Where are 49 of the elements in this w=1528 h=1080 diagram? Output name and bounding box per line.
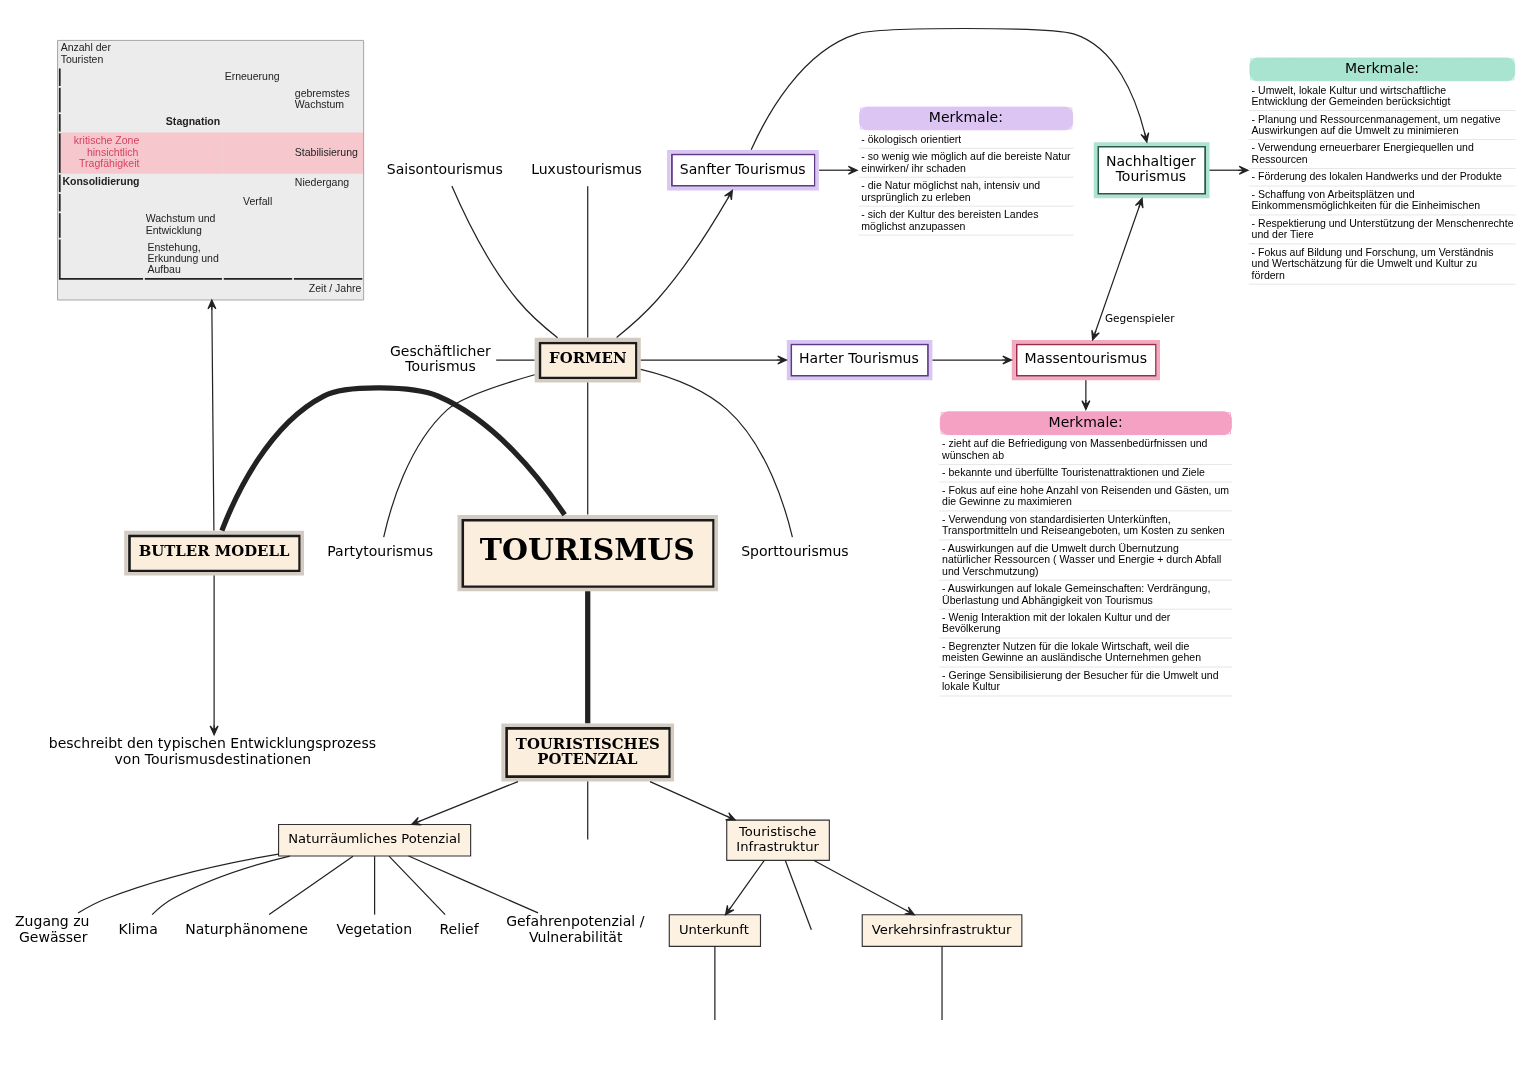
connector — [714, 945, 716, 1021]
arrow — [1081, 379, 1091, 410]
connector — [587, 185, 589, 338]
connector — [151, 854, 291, 915]
connector — [784, 859, 812, 930]
node-text: Relief — [439, 920, 479, 937]
edge-label: Gegenspieler — [1104, 311, 1175, 324]
connector — [587, 381, 589, 515]
arrow — [724, 859, 765, 915]
node-text: Sporttourismus — [741, 542, 849, 559]
node-text: Gefahrenpotenzial / Vulnerabilität — [506, 912, 645, 945]
arrow — [1091, 197, 1144, 340]
arrow — [209, 574, 219, 735]
connector — [587, 780, 589, 840]
arrow — [207, 299, 217, 531]
connector — [451, 184, 559, 338]
node-box: Touristische Infrastruktur — [726, 819, 830, 861]
connector — [408, 854, 539, 914]
arrow — [616, 189, 733, 338]
arrow — [813, 859, 915, 915]
arrow — [818, 165, 858, 175]
node-box: Unterkunft — [668, 913, 762, 947]
connector — [585, 590, 591, 723]
connector — [374, 855, 376, 915]
arrow — [1208, 165, 1249, 175]
node-box: Naturräumliches Potenzial — [278, 823, 472, 857]
connector — [941, 945, 943, 1021]
node-text: Vegetation — [336, 920, 413, 937]
connector — [640, 368, 794, 538]
arrow — [649, 780, 736, 821]
connector — [495, 358, 536, 361]
node-text: Partytourismus — [327, 542, 433, 559]
node-text: Geschäftlicher Tourismus — [389, 342, 491, 374]
node-text: Luxustourismus — [531, 160, 642, 177]
arrow — [931, 355, 1013, 365]
arrow — [411, 780, 519, 825]
arrow — [640, 355, 788, 365]
connector — [77, 852, 279, 914]
node-text: beschreibt den typischen Entwicklungsprozess von Tourismusdestinationen — [48, 734, 377, 767]
connector — [388, 855, 446, 915]
node-text: Naturphänomene — [185, 920, 308, 937]
arrow — [750, 27, 1150, 150]
node-text: Zugang zu Gewässer — [15, 912, 90, 945]
node-text: Saisontourismus — [386, 160, 503, 177]
node-text: Klima — [118, 920, 158, 937]
connector — [268, 855, 354, 915]
node-box: Verkehrsinfrastruktur — [861, 913, 1023, 947]
connector — [219, 384, 567, 532]
connector — [383, 373, 536, 538]
